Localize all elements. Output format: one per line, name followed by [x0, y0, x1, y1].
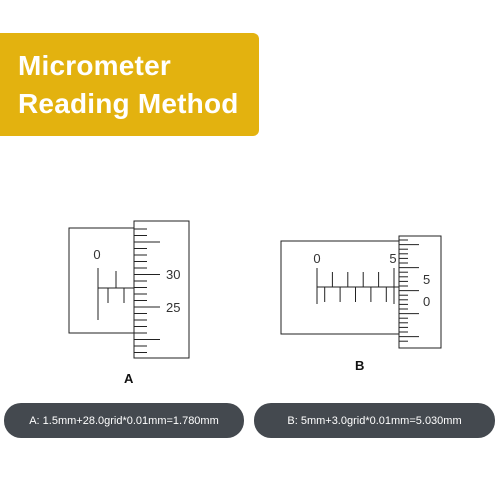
title-line-2: Reading Method [18, 88, 239, 119]
thimble-a-label-30: 30 [166, 267, 180, 282]
thimble-a [133, 220, 190, 359]
thimble-a-ticks [134, 228, 160, 353]
sleeve-a-zero-label: 0 [93, 247, 100, 262]
reading-b-pill: B: 5mm+3.0grid*0.01mm=5.030mm [254, 403, 495, 438]
thimble-a-label-25: 25 [166, 300, 180, 315]
reading-a-pill: A: 1.5mm+28.0grid*0.01mm=1.780mm [4, 403, 244, 438]
sleeve-b-five-label: 5 [389, 251, 396, 266]
sleeve-b-zero-label: 0 [313, 251, 320, 266]
caption-b: B [355, 358, 365, 373]
micrometer-b: 0 5 5 0 [280, 235, 442, 349]
caption-a: A [124, 371, 134, 386]
thimble-b-label-5: 5 [423, 272, 430, 287]
thimble-b [398, 235, 442, 349]
micrometer-a: 0 30 25 [68, 220, 190, 359]
thimble-b-ticks [399, 239, 419, 342]
sleeve-b-ticks [324, 272, 387, 302]
sleeve-a [68, 227, 135, 334]
reading-a-text: A: 1.5mm+28.0grid*0.01mm=1.780mm [29, 414, 219, 427]
thimble-b-label-0: 0 [423, 294, 430, 309]
title-banner: Micrometer Reading Method [0, 33, 259, 136]
title-line-1: Micrometer [18, 50, 171, 81]
reading-b-text: B: 5mm+3.0grid*0.01mm=5.030mm [287, 414, 462, 427]
